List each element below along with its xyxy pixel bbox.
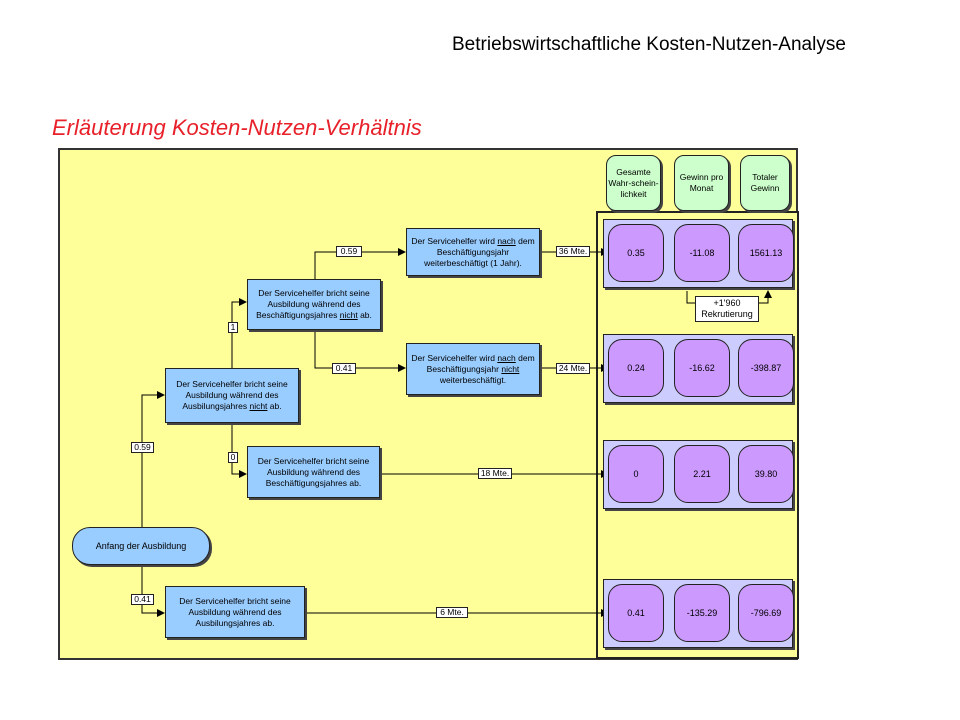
d5-text-b: dem Beschäftigungsjahr weiterbeschäftigt… bbox=[424, 235, 535, 268]
outcome-3-profit-month: 2.21 bbox=[674, 445, 730, 503]
d6-text-underline-2: nicht bbox=[501, 363, 520, 374]
d5-text-underline: nach bbox=[497, 235, 516, 246]
rekrutierung-amount: +1'960 bbox=[713, 298, 741, 308]
outcome-3-probability: 0 bbox=[608, 445, 664, 503]
decision-no-dropout-training-year: Der Servicehelfer bricht seine Ausbildun… bbox=[165, 368, 299, 423]
edge-label-prob-0: 0 bbox=[228, 452, 238, 463]
d3-text-underline: nicht bbox=[339, 310, 358, 320]
edge-label-prob-041-a: 0.41 bbox=[131, 594, 154, 605]
edge-label-prob-1: 1 bbox=[228, 322, 238, 333]
edge-label-6-months: 6 Mte. bbox=[436, 607, 468, 618]
decision-continued-employment: Der Servicehelfer wird nach dem Beschäft… bbox=[406, 228, 540, 276]
edge-label-24-months: 24 Mte. bbox=[556, 363, 590, 374]
outcome-1-probability: 0.35 bbox=[608, 224, 664, 282]
rekrutierung-label: +1'960 Rekrutierung bbox=[695, 296, 759, 322]
d6-text-a: Der Servicehelfer wird bbox=[411, 352, 498, 363]
edge-label-36-months: 36 Mte. bbox=[556, 246, 590, 257]
outcome-1-profit-month: -11.08 bbox=[674, 224, 730, 282]
header-total-profit: Totaler Gewinn bbox=[740, 155, 790, 211]
d1-text-underline: nicht bbox=[249, 401, 268, 411]
header-profit-month: Gewinn pro Monat bbox=[674, 155, 729, 211]
outcome-2-total-profit: -398.87 bbox=[738, 339, 794, 397]
outcome-1-total-profit: 1561.13 bbox=[738, 224, 794, 282]
header-title: Betriebswirtschaftliche Kosten-Nutzen-An… bbox=[452, 34, 846, 55]
d1-text-a: Der Servicehelfer bricht seine Ausbildun… bbox=[176, 379, 288, 411]
outcome-4-profit-month: -135.29 bbox=[674, 584, 730, 642]
d6-text-b: dem Beschäftigungsjahr bbox=[426, 352, 535, 374]
decision-dropout-training-year: Der Servicehelfer bricht seine Ausbildun… bbox=[165, 586, 305, 638]
edge-label-prob-059-a: 0.59 bbox=[131, 442, 154, 453]
outcome-4-probability: 0.41 bbox=[608, 584, 664, 642]
d6-text-underline: nach bbox=[497, 352, 516, 363]
rekrutierung-text: Rekrutierung bbox=[701, 309, 753, 319]
outcome-2-profit-month: -16.62 bbox=[674, 339, 730, 397]
decision-no-dropout-employment-year: Der Servicehelfer bricht seine Ausbildun… bbox=[247, 279, 381, 330]
outcome-2-probability: 0.24 bbox=[608, 339, 664, 397]
d1-text-b: ab. bbox=[267, 401, 282, 411]
d3-text-a: Der Servicehelfer bricht seine Ausbildun… bbox=[256, 288, 370, 320]
decision-not-continued-employment: Der Servicehelfer wird nach dem Beschäft… bbox=[406, 343, 540, 395]
start-node: Anfang der Ausbildung bbox=[72, 527, 210, 565]
slide-title: Erläuterung Kosten-Nutzen-Verhältnis bbox=[52, 115, 422, 140]
outcome-3-total-profit: 39.80 bbox=[738, 445, 794, 503]
header-probability: Gesamte Wahr-schein-lichkeit bbox=[606, 155, 661, 211]
d3-text-b: ab. bbox=[357, 310, 372, 320]
edge-label-prob-059-b: 0.59 bbox=[336, 246, 362, 257]
decision-dropout-employment-year: Der Servicehelfer bricht seine Ausbildun… bbox=[247, 446, 380, 498]
d5-text-a: Der Servicehelfer wird bbox=[411, 235, 498, 246]
edge-label-18-months: 18 Mte. bbox=[478, 468, 512, 479]
outcome-4-total-profit: -796.69 bbox=[738, 584, 794, 642]
d6-text-c: weiterbeschäftigt. bbox=[439, 374, 507, 385]
edge-label-prob-041-b: 0.41 bbox=[332, 363, 356, 374]
